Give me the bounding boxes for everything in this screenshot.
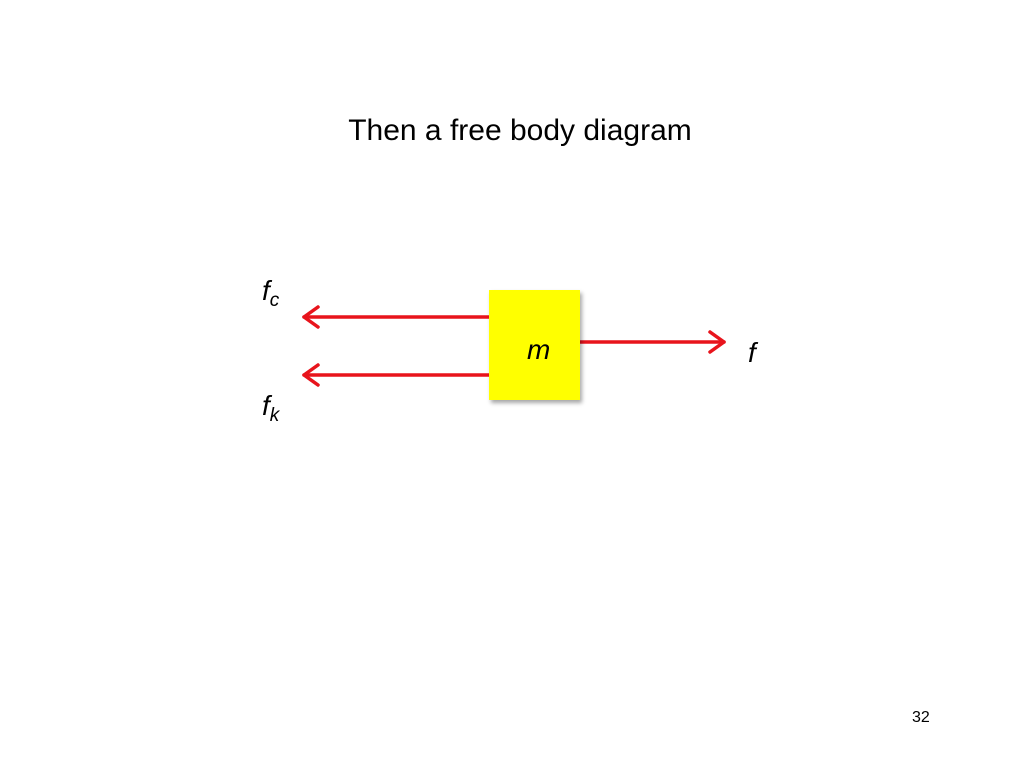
- force-arrow-f: [578, 330, 726, 354]
- force-label-fc-subscript: c: [269, 290, 280, 311]
- force-label-f-base: f: [748, 337, 756, 368]
- force-arrow-fk: [302, 363, 491, 387]
- force-arrow-f-head: [708, 330, 726, 354]
- force-label-f: f: [748, 337, 756, 369]
- page-number: 32: [912, 709, 930, 726]
- force-label-fk-subscript: k: [269, 405, 280, 426]
- force-label-fk-base: f: [262, 390, 270, 421]
- slide-title: Then a free body diagram: [348, 114, 692, 147]
- force-arrow-fc: [302, 305, 491, 329]
- mass-block: [489, 290, 580, 400]
- force-arrow-fc-head: [302, 305, 320, 329]
- mass-label: m: [527, 334, 551, 365]
- force-label-fc-base: f: [262, 275, 270, 306]
- force-arrow-fk-head: [302, 363, 320, 387]
- force-label-fk: fk: [262, 390, 279, 432]
- force-label-fc: fc: [262, 275, 279, 317]
